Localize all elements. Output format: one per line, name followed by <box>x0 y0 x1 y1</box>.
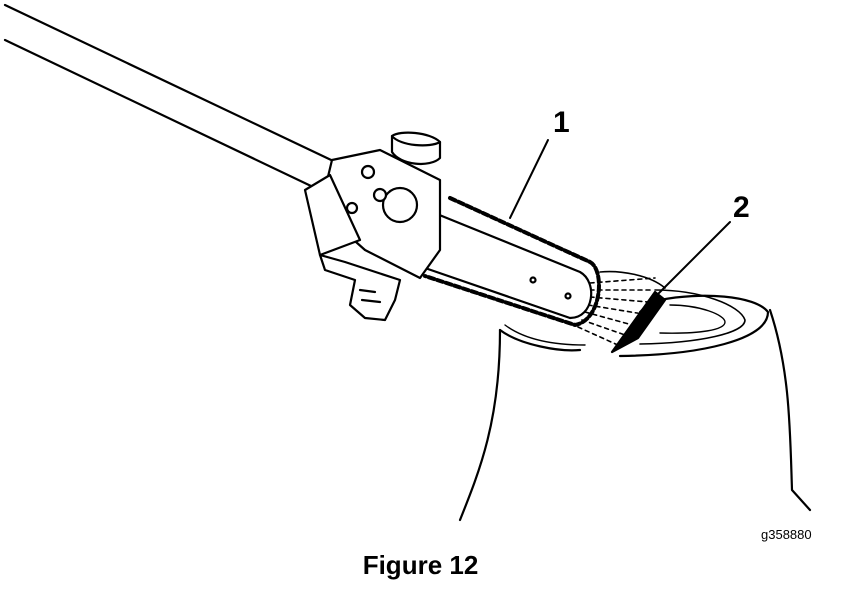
bar-rivet-tip <box>564 292 572 300</box>
bar-rivet <box>529 276 537 284</box>
graphic-id: g358880 <box>761 527 812 542</box>
gearbox-housing <box>303 148 442 280</box>
callout-1: 1 <box>553 106 570 139</box>
callout-1-leader <box>509 139 549 219</box>
tree-stump <box>458 270 812 522</box>
figure-caption: Figure 12 <box>362 550 479 580</box>
handle-grip <box>318 253 402 322</box>
pole-saw-cutting-illustration <box>3 3 812 522</box>
saw-chain <box>423 196 601 327</box>
oil-cap <box>390 131 442 166</box>
callout-2: 2 <box>733 191 750 224</box>
pole-shaft <box>3 3 359 198</box>
saw-bar <box>423 210 593 320</box>
callout-2-leader <box>639 221 731 313</box>
